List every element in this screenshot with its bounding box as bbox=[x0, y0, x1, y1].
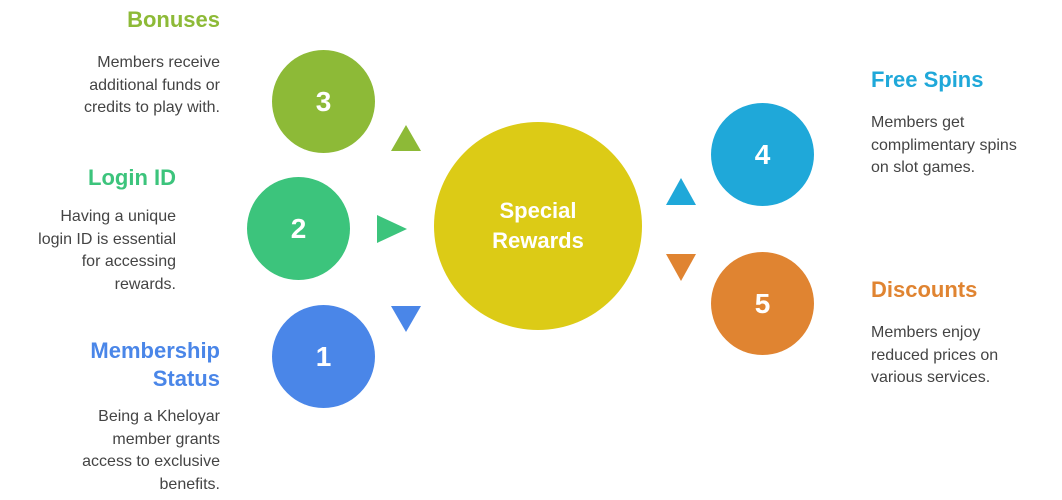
membership-status-number-circle: 1 bbox=[272, 305, 375, 408]
discounts-arrow-icon bbox=[666, 254, 696, 281]
discounts-number-circle: 5 bbox=[711, 252, 814, 355]
free-spins-arrow-icon bbox=[666, 178, 696, 205]
login-id-number-circle: 2 bbox=[247, 177, 350, 280]
discounts-description: Members enjoy reduced prices on various … bbox=[871, 324, 999, 386]
bonuses-number-circle: 3 bbox=[272, 50, 375, 153]
login-id-arrow-icon bbox=[377, 215, 407, 243]
hub-label-line2: Rewards bbox=[492, 228, 584, 253]
bonuses-title: Bonuses bbox=[127, 7, 220, 32]
membership-status-title: Membership Status bbox=[90, 338, 220, 391]
hub-label-line1: Special bbox=[499, 198, 577, 223]
login-id-title: Login ID bbox=[88, 165, 176, 190]
free-spins-number-circle: 4 bbox=[711, 103, 814, 206]
discounts-arrow-shape bbox=[666, 254, 696, 281]
free-spins-arrow-shape bbox=[666, 178, 696, 205]
free-spins-title: Free Spins bbox=[871, 67, 984, 92]
membership-status-arrow-icon bbox=[391, 306, 421, 332]
membership-status-description: Being a Kheloyar member grants access to… bbox=[82, 408, 220, 493]
bonuses-arrow-icon bbox=[391, 125, 421, 151]
login-id-description: Having a unique login ID is essential fo… bbox=[38, 208, 176, 293]
free-spins-description: Members get complimentary spins on slot … bbox=[871, 114, 1017, 176]
special-rewards-hub: Special Rewards bbox=[434, 122, 642, 330]
bonuses-description: Members receive additional funds or cred… bbox=[83, 54, 220, 116]
discounts-title: Discounts bbox=[871, 277, 978, 302]
login-id-arrow-shape bbox=[377, 215, 407, 243]
membership-status-arrow-shape bbox=[391, 306, 421, 332]
bonuses-arrow-shape bbox=[391, 125, 421, 151]
